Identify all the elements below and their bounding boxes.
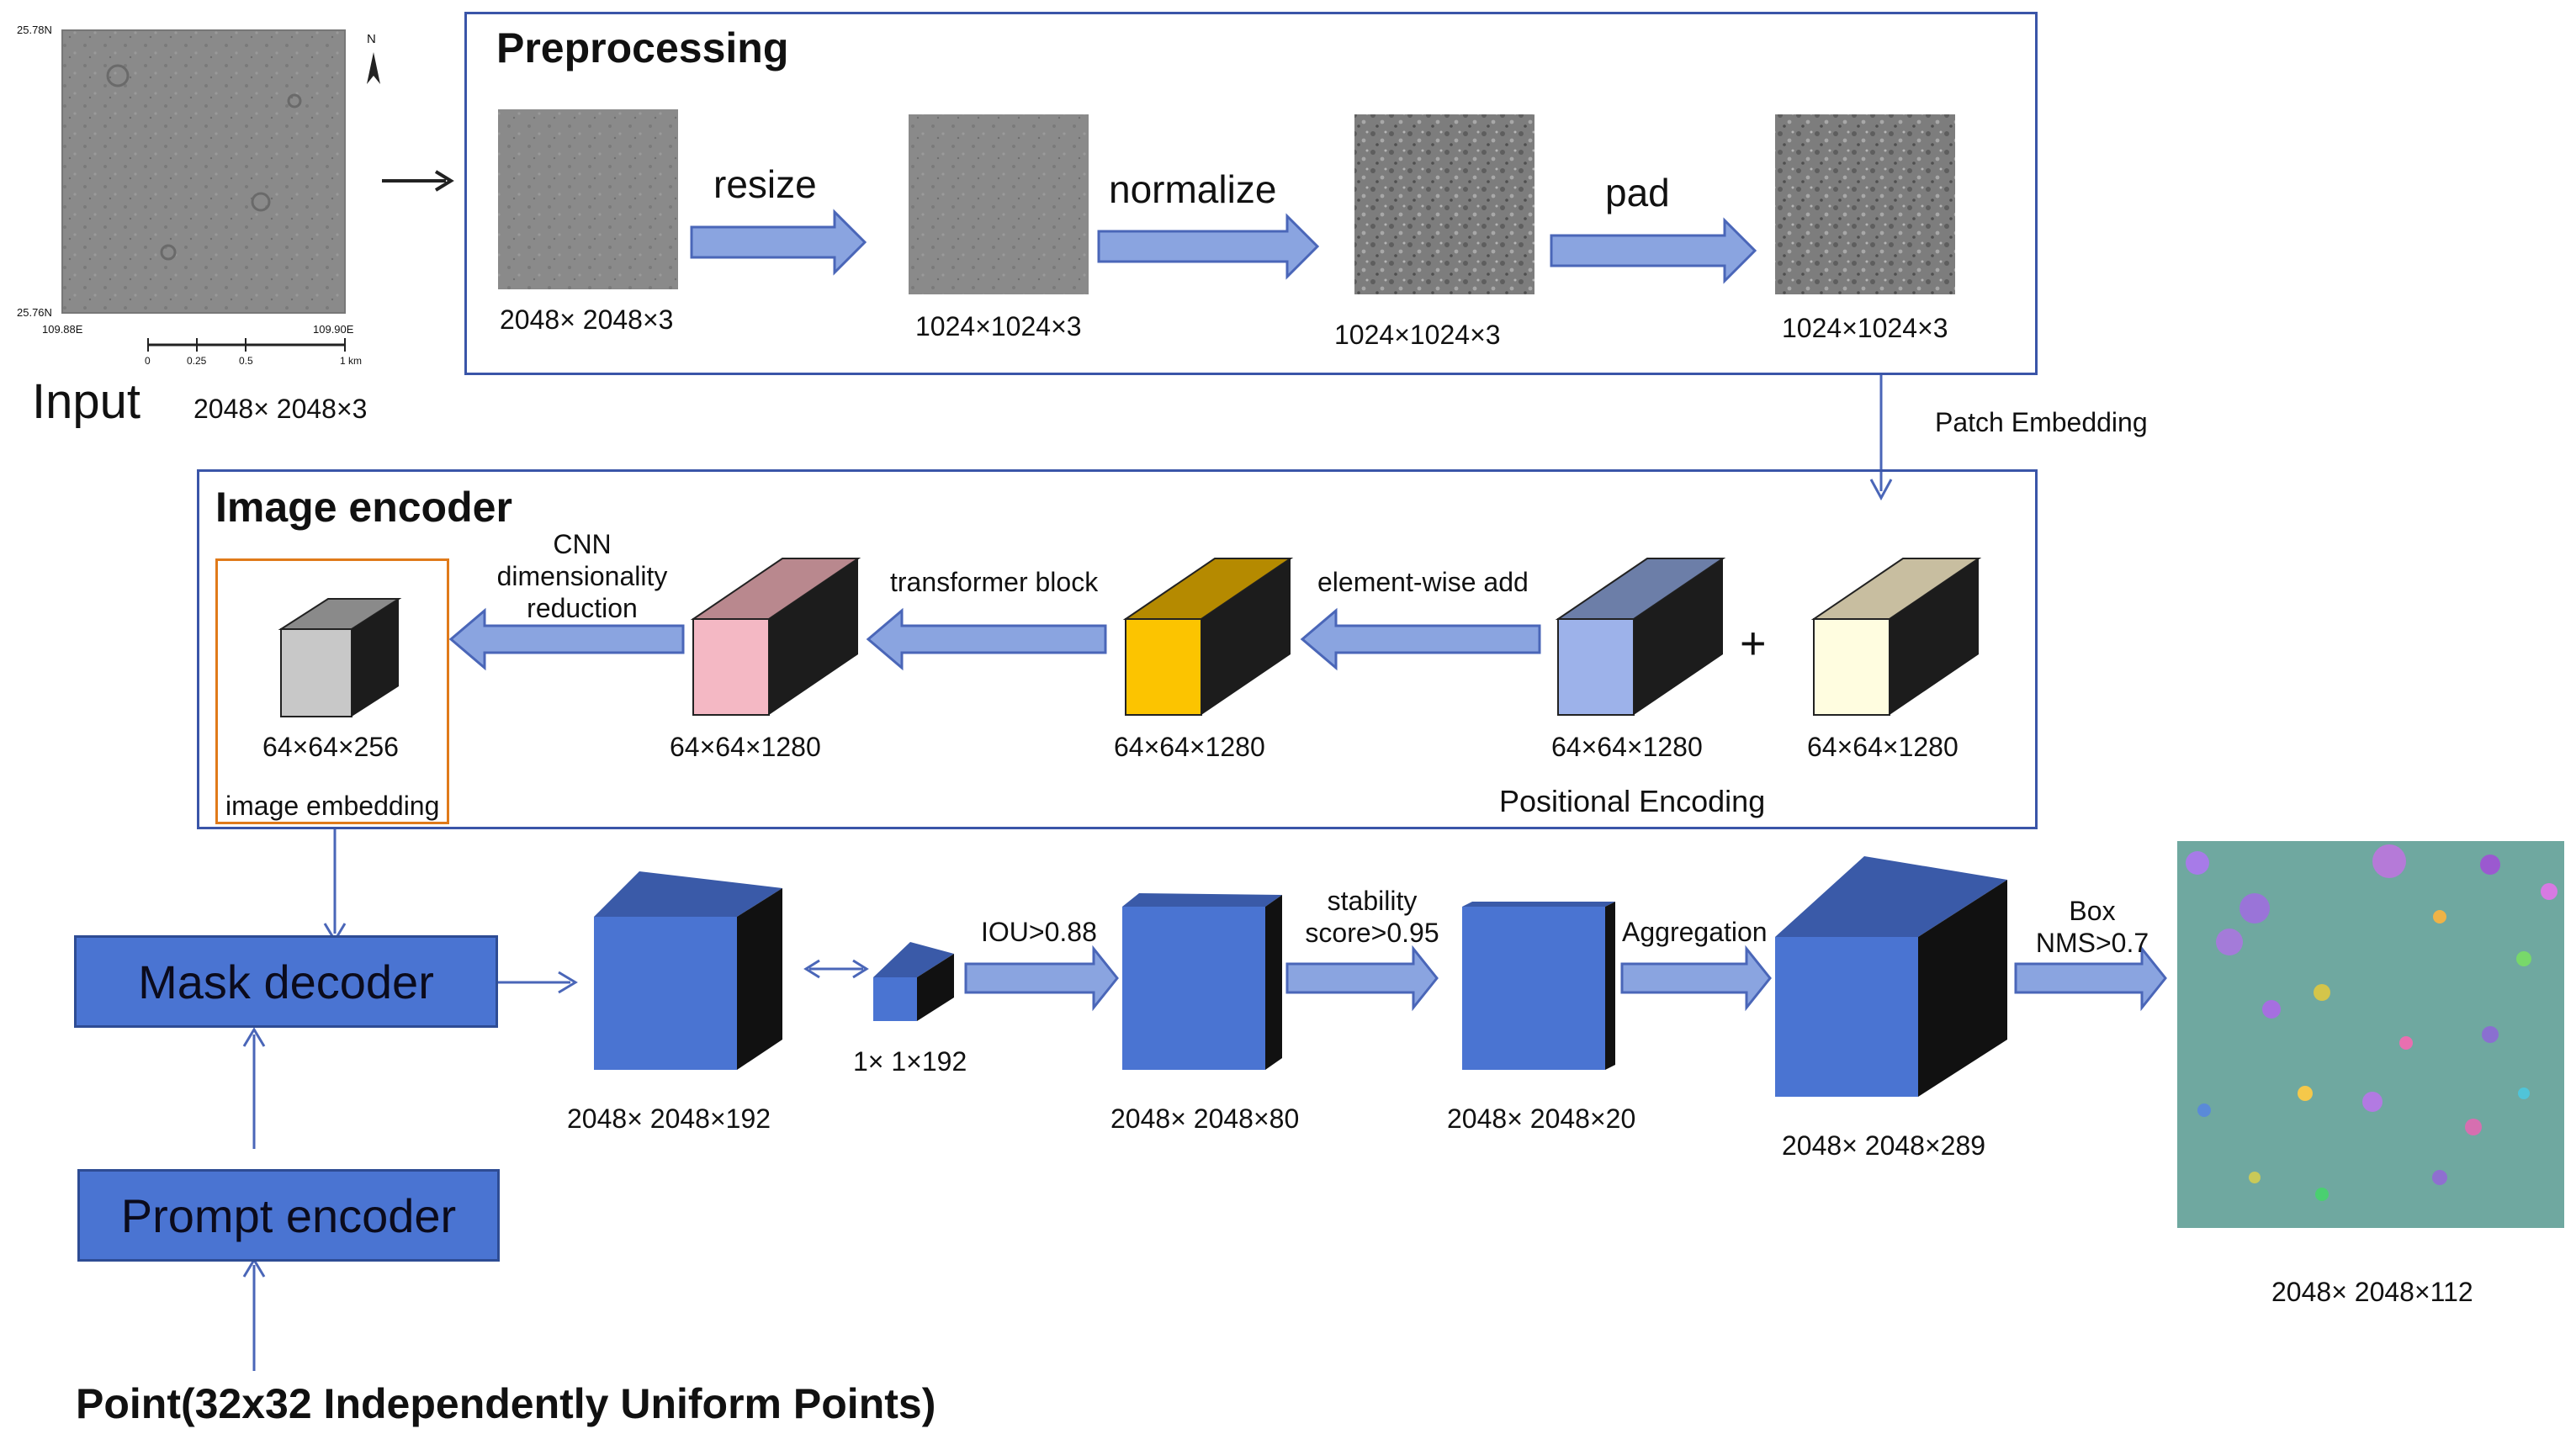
block-arrows <box>448 209 2167 1012</box>
stability-size: 2048× 2048×20 <box>1447 1103 1636 1134</box>
cube-scores <box>873 942 954 1021</box>
patch-size: 64×64×1280 <box>1551 732 1703 762</box>
preprocessing-panel <box>464 12 2038 375</box>
aggregated-size: 2048× 2048×289 <box>1782 1130 1986 1161</box>
input-top-lat: 25.78N <box>17 24 52 36</box>
output-size: 2048× 2048×112 <box>2271 1277 2473 1307</box>
prep-image-2 <box>909 114 1089 294</box>
cube-masks <box>594 871 782 1070</box>
cube-added <box>1122 558 1294 716</box>
north-arrow-icon <box>367 52 380 84</box>
cube-transformer <box>690 558 861 716</box>
embedding-box <box>215 558 449 824</box>
prep-image-1 <box>498 109 678 289</box>
point-label: Point(32x32 Independently Uniform Points… <box>76 1380 936 1427</box>
prep-image-3 <box>1354 114 1534 294</box>
output-image <box>2177 841 2564 1228</box>
preprocessing-title: Preprocessing <box>496 24 789 71</box>
prep-size-4: 1024×1024×3 <box>1782 313 1948 343</box>
cube-positional <box>1810 558 1982 716</box>
transformer-label: transformer block <box>890 567 1099 597</box>
box-nms-label: Box NMS>0.7 <box>2035 896 2149 958</box>
pad-label: pad <box>1605 171 1670 214</box>
input-bottom-lat: 25.76N <box>17 306 52 319</box>
embedding-size: 64×64×256 <box>262 732 399 762</box>
cube-aggregated <box>1775 856 2007 1097</box>
patch-embedding-label: Patch Embedding <box>1935 407 2148 437</box>
scores-size: 1× 1×192 <box>853 1046 967 1077</box>
scale-tick-2: 0.5 <box>239 355 253 367</box>
iou-label: IOU>0.88 <box>981 917 1097 947</box>
cube-iou <box>1122 893 1282 1070</box>
scale-tick-3: 1 km <box>340 355 363 367</box>
normalize-label: normalize <box>1109 167 1277 211</box>
north-label: N <box>367 32 376 46</box>
masks-size: 2048× 2048×192 <box>567 1103 771 1134</box>
mask-decoder-box: Mask decoder <box>74 935 498 1028</box>
positional-size: 64×64×1280 <box>1807 732 1959 762</box>
prep-image-4 <box>1775 114 1955 294</box>
positional-encoding-label: Positional Encoding <box>1499 784 1766 818</box>
input-label: Input <box>32 374 140 429</box>
resize-label: resize <box>713 162 817 206</box>
scale-tick-1: 0.25 <box>187 355 207 367</box>
prep-size-1: 2048× 2048×3 <box>500 304 674 335</box>
encoder-title: Image encoder <box>215 484 512 531</box>
prep-size-3: 1024×1024×3 <box>1334 320 1501 350</box>
input-image <box>61 29 380 352</box>
transformer-size: 64×64×1280 <box>670 732 821 762</box>
added-size: 64×64×1280 <box>1114 732 1265 762</box>
plus-sign: + <box>1740 618 1767 669</box>
cube-embedding <box>278 598 402 717</box>
aggregation-label: Aggregation <box>1622 917 1768 947</box>
input-size: 2048× 2048×3 <box>193 394 368 424</box>
input-right-lon: 109.90E <box>313 323 354 336</box>
encoder-panel <box>197 469 2038 829</box>
iou-size: 2048× 2048×80 <box>1110 1103 1300 1134</box>
prep-size-2: 1024×1024×3 <box>915 311 1082 341</box>
cnn-label: CNN dimensionality reduction <box>496 529 668 623</box>
embedding-label: image embedding <box>225 791 440 821</box>
prompt-encoder-box: Prompt encoder <box>77 1169 500 1262</box>
input-left-lon: 109.88E <box>42 323 83 336</box>
stability-label: stability score>0.95 <box>1305 886 1439 948</box>
cube-stability <box>1462 902 1615 1070</box>
add-label: element-wise add <box>1317 567 1529 597</box>
scale-tick-0: 0 <box>145 355 151 367</box>
cube-patch <box>1555 558 1726 716</box>
